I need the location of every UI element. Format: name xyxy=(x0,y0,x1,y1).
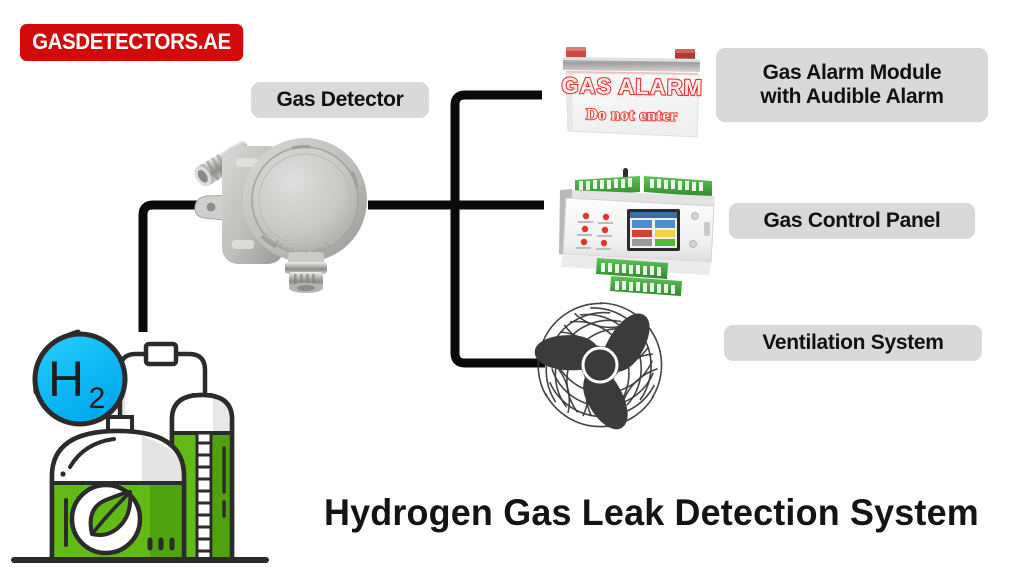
svg-text:GAS ALARM: GAS ALARM xyxy=(561,73,703,100)
connector-trunk-to-ventilation xyxy=(450,205,545,368)
label-gas-control-panel[interactable]: Gas Control Panel xyxy=(729,203,975,239)
label-ventilation-system[interactable]: Ventilation System xyxy=(724,325,982,361)
brand-logo[interactable]: GASDETECTORS.AE xyxy=(20,24,243,61)
connector-trunk-to-alarm xyxy=(450,90,542,205)
detector-graphic: SENSOR UNIT xyxy=(194,138,367,293)
svg-text:GAS ALARM: GAS ALARM xyxy=(561,73,703,100)
page-title: Hydrogen Gas Leak Detection System xyxy=(324,492,979,533)
h2-badge: H 2 xyxy=(32,329,128,427)
label-ventilation-system-text: Ventilation System xyxy=(762,331,944,355)
dome-tank xyxy=(49,415,187,563)
plant-graphic: H 2 xyxy=(11,329,269,563)
label-gas-control-panel-text: Gas Control Panel xyxy=(763,209,941,233)
alarm-sign-graphic: GAS ALARM GAS ALARM Do not enter Do not … xyxy=(560,47,704,138)
connector-source-to-detector xyxy=(138,200,203,332)
label-gas-alarm-line1: Gas Alarm Module xyxy=(762,61,942,85)
panel-leds xyxy=(576,212,613,250)
panel-lcd-screen xyxy=(627,209,680,251)
svg-text:Do not enter: Do not enter xyxy=(586,106,678,125)
label-gas-alarm-module[interactable]: Gas Alarm Module with Audible Alarm xyxy=(716,48,988,122)
fan-graphic xyxy=(534,302,663,430)
panel-terminals-bottom xyxy=(596,258,682,296)
label-gas-detector-text: Gas Detector xyxy=(276,88,404,112)
pipework xyxy=(117,341,208,421)
svg-text:SENSOR UNIT: SENSOR UNIT xyxy=(272,240,333,257)
h2-subscript: 2 xyxy=(89,382,106,415)
vertical-tank xyxy=(169,392,235,563)
label-gas-alarm-line2: with Audible Alarm xyxy=(760,85,944,108)
panel-terminals-top xyxy=(575,176,712,197)
svg-text:Do not enter: Do not enter xyxy=(586,106,678,125)
control-panel-graphic xyxy=(559,168,715,296)
label-gas-detector[interactable]: Gas Detector xyxy=(251,82,429,118)
h2-symbol: H xyxy=(48,351,84,407)
